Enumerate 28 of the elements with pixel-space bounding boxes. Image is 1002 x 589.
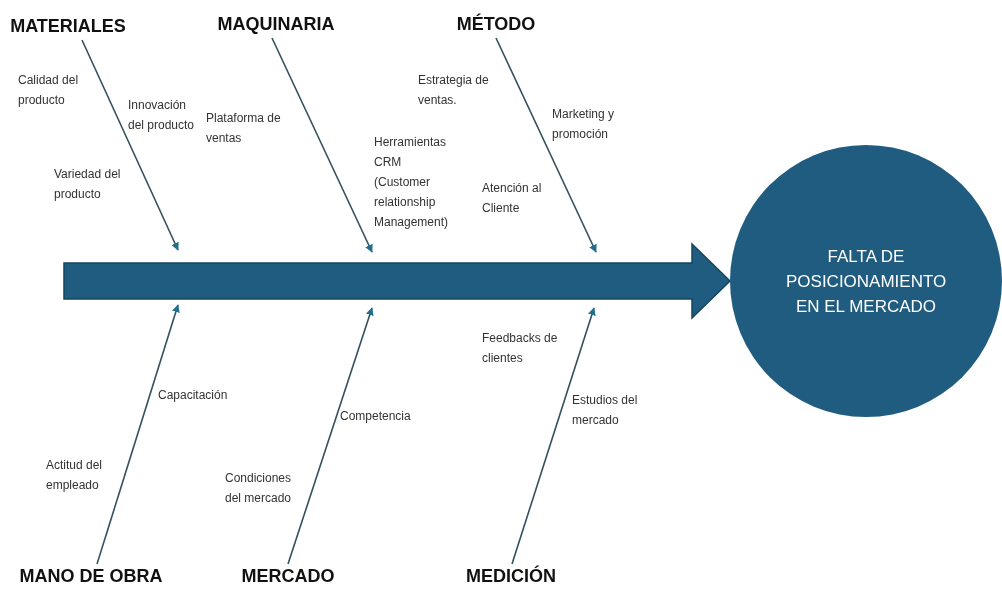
cause-label: Condiciones del mercado	[225, 470, 293, 507]
cause-arrow	[287, 307, 374, 565]
cause-label: Estudios del mercado	[572, 392, 639, 429]
problem-text: FALTA DE POSICIONAMIENTO EN EL MERCADO	[786, 245, 946, 318]
category-heading: MANO DE OBRA	[16, 564, 166, 589]
category-heading: MERCADO	[238, 564, 338, 589]
cause-label: Actitud del empleado	[46, 457, 104, 494]
cause-arrow	[81, 39, 179, 251]
cause-arrow	[271, 37, 373, 253]
category-heading: MAQUINARIA	[214, 12, 338, 38]
cause-label: Capacitación	[158, 387, 229, 404]
cause-label: Innovación del producto	[128, 97, 196, 134]
cause-label: Plataforma de ventas	[206, 110, 282, 147]
category-heading: MATERIALES	[8, 14, 128, 40]
spine-arrow	[63, 242, 732, 320]
cause-label: Marketing y promoción	[552, 106, 616, 143]
category-heading: MÉTODO	[452, 12, 540, 38]
cause-label: Feedbacks de clientes	[482, 330, 559, 367]
cause-label: Atención al Cliente	[482, 180, 543, 217]
cause-label: Calidad del producto	[18, 72, 80, 109]
category-heading: MEDICIÓN	[460, 564, 562, 589]
cause-label: Competencia	[340, 408, 412, 425]
cause-arrow	[96, 304, 180, 565]
cause-arrow	[495, 37, 597, 253]
cause-label: Variedad del producto	[54, 166, 122, 203]
cause-label: Estrategia de ventas.	[418, 72, 490, 109]
cause-arrow	[511, 307, 596, 565]
cause-label: Herramientas CRM (Customer relationship Management)	[374, 134, 450, 231]
